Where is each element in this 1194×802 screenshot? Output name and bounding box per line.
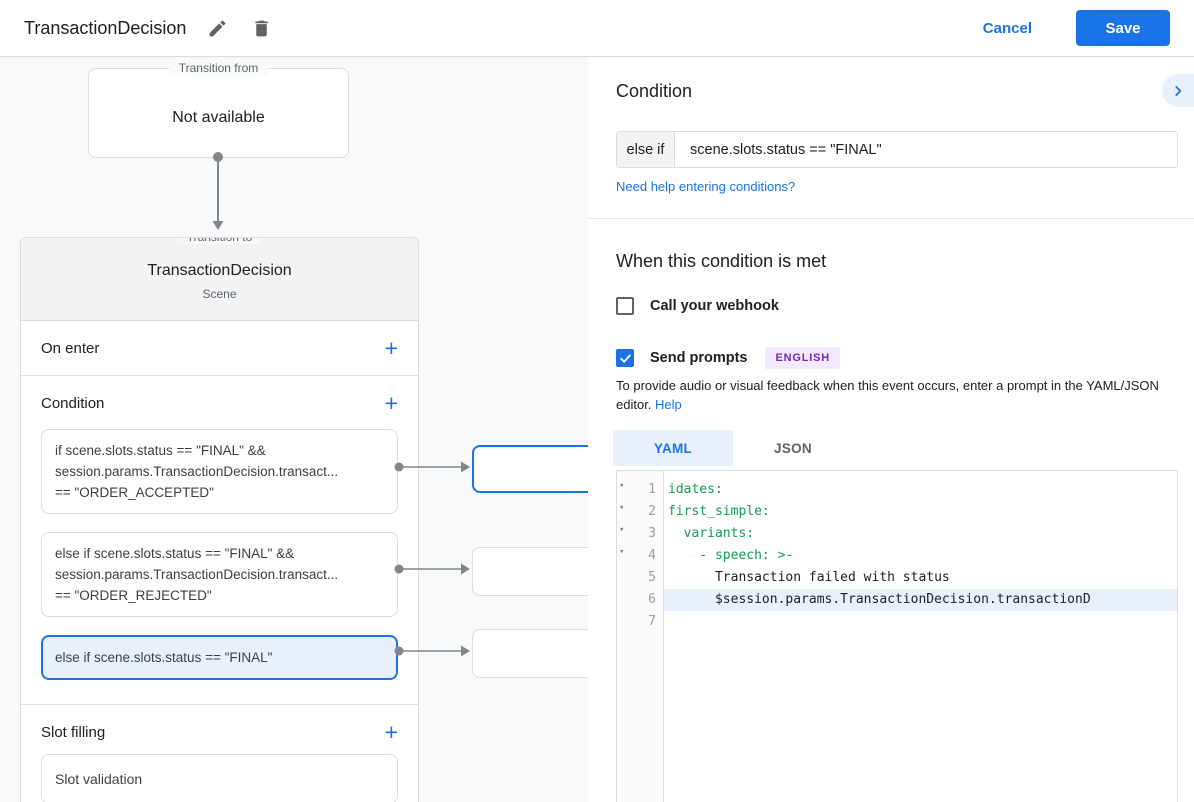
fold-arrow-icon[interactable]: ▾ (619, 547, 625, 557)
send-prompts-checkbox[interactable] (616, 349, 634, 367)
slot-validation-item[interactable]: Slot validation (41, 754, 398, 802)
collapse-panel-button[interactable] (1162, 74, 1194, 107)
condition-line: else if scene.slots.status == "FINAL" (55, 650, 273, 665)
condition-line: == "ORDER_REJECTED" (55, 588, 212, 603)
condition-line: == "ORDER_ACCEPTED" (55, 485, 214, 500)
checkmark-icon (619, 354, 631, 363)
transition-to-legend: Transition to (176, 238, 263, 244)
gutter-row: 6 (617, 589, 663, 611)
on-enter-label: On enter (41, 339, 100, 357)
editor-tabs: YAML JSON (613, 430, 853, 466)
transition-target-node[interactable] (472, 547, 588, 596)
code-line: - speech: >- (668, 548, 794, 563)
add-on-enter-button[interactable]: + (384, 334, 398, 361)
line-number: 6 (648, 592, 656, 607)
condition-line: session.params.TransactionDecision.trans… (55, 464, 339, 479)
line-number: 3 (648, 526, 656, 541)
condition-section: Condition + if scene.slots.status == "FI… (21, 376, 418, 705)
send-prompts-row: Send prompts ENGLISH (616, 347, 840, 369)
prompt-helper-text: To provide audio or visual feedback when… (616, 376, 1168, 414)
code-line: variants: (668, 526, 755, 541)
save-button[interactable]: Save (1076, 10, 1170, 46)
scene-graph-canvas: Transition from Not available Transition… (0, 57, 588, 802)
code-line: $session.params.TransactionDecision.tran… (664, 589, 1177, 611)
code-line: Transaction failed with status (668, 570, 950, 585)
call-webhook-checkbox[interactable] (616, 297, 634, 315)
top-bar: TransactionDecision Cancel Save (0, 0, 1194, 57)
editor-code-area[interactable]: idates: first_simple: variants: - speech:… (664, 471, 1177, 802)
slot-filling-section: Slot filling + Slot validation (21, 705, 418, 802)
scene-card-header[interactable]: TransactionDecision Scene (21, 238, 418, 321)
panel-title: Condition (616, 81, 693, 101)
code-line: idates: (668, 482, 723, 497)
scene-title: TransactionDecision (147, 262, 292, 279)
condition-expression-input[interactable]: scene.slots.status == "FINAL" (690, 141, 882, 158)
transition-target-node-selected[interactable] (472, 445, 588, 493)
condition-item[interactable]: else if scene.slots.status == "FINAL" (41, 635, 398, 680)
conditions-help-link[interactable]: Need help entering conditions? (616, 179, 796, 194)
send-prompts-label[interactable]: Send prompts (650, 350, 748, 366)
trash-icon (255, 20, 268, 36)
code-line: first_simple: (668, 504, 770, 519)
cancel-button[interactable]: Cancel (982, 19, 1032, 37)
line-number: 2 (648, 504, 656, 519)
call-webhook-row: Call your webhook (616, 297, 779, 315)
gutter-row: ▾1 (617, 479, 663, 501)
chevron-right-icon (1175, 85, 1182, 96)
fold-arrow-icon[interactable]: ▾ (619, 525, 625, 535)
add-slot-button[interactable]: + (384, 719, 398, 745)
on-enter-row[interactable]: On enter + (21, 321, 418, 376)
edit-title-button[interactable] (204, 15, 230, 41)
panel-divider (588, 218, 1194, 219)
scene-card: Transition to TransactionDecision Scene … (20, 237, 419, 802)
fold-arrow-icon[interactable]: ▾ (619, 481, 625, 491)
condition-editor-panel: Condition else if scene.slots.status == … (588, 57, 1194, 802)
page-title: TransactionDecision (24, 17, 187, 38)
line-number: 5 (648, 570, 656, 585)
tab-json[interactable]: JSON (774, 440, 812, 456)
condition-expression-group: else if scene.slots.status == "FINAL" (616, 131, 1178, 168)
condition-line: session.params.TransactionDecision.trans… (55, 567, 339, 582)
transition-from-legend: Transition from (168, 61, 269, 75)
help-link[interactable]: Help (655, 397, 682, 412)
gutter-row: 7 (617, 611, 663, 633)
add-condition-button[interactable]: + (384, 390, 398, 416)
line-number: 4 (648, 548, 656, 563)
tab-yaml[interactable]: YAML (613, 430, 733, 466)
gutter-row: ▾4 (617, 545, 663, 567)
delete-scene-button[interactable] (248, 15, 274, 41)
slot-filling-label: Slot filling (41, 724, 106, 741)
language-badge: ENGLISH (765, 347, 840, 369)
condition-line: if scene.slots.status == "FINAL" && (55, 443, 266, 458)
gutter-row: 5 (617, 567, 663, 589)
scene-subtitle: Scene (202, 287, 237, 301)
pencil-icon (209, 20, 226, 36)
gutter-row: ▾3 (617, 523, 663, 545)
fold-arrow-icon[interactable]: ▾ (619, 503, 625, 513)
line-number: 7 (648, 614, 656, 629)
line-number: 1 (648, 482, 656, 497)
transition-from-value: Not available (172, 109, 265, 126)
transition-from-node[interactable]: Transition from Not available (88, 61, 349, 158)
code-line (664, 611, 1177, 633)
transition-target-node[interactable] (472, 629, 588, 678)
condition-item[interactable]: else if scene.slots.status == "FINAL" &&… (41, 532, 398, 617)
condition-item[interactable]: if scene.slots.status == "FINAL" && sessi… (41, 429, 398, 514)
condition-list: if scene.slots.status == "FINAL" && sessi… (21, 429, 418, 680)
gutter-row: ▾2 (617, 501, 663, 523)
helper-text: To provide audio or visual feedback when… (616, 378, 1159, 412)
condition-section-label: Condition (41, 395, 105, 412)
condition-prefix: else if (617, 132, 675, 167)
condition-line: else if scene.slots.status == "FINAL" && (55, 546, 295, 561)
when-condition-met-title: When this condition is met (616, 251, 827, 271)
call-webhook-label[interactable]: Call your webhook (650, 298, 779, 314)
slot-validation-label: Slot validation (55, 771, 143, 787)
